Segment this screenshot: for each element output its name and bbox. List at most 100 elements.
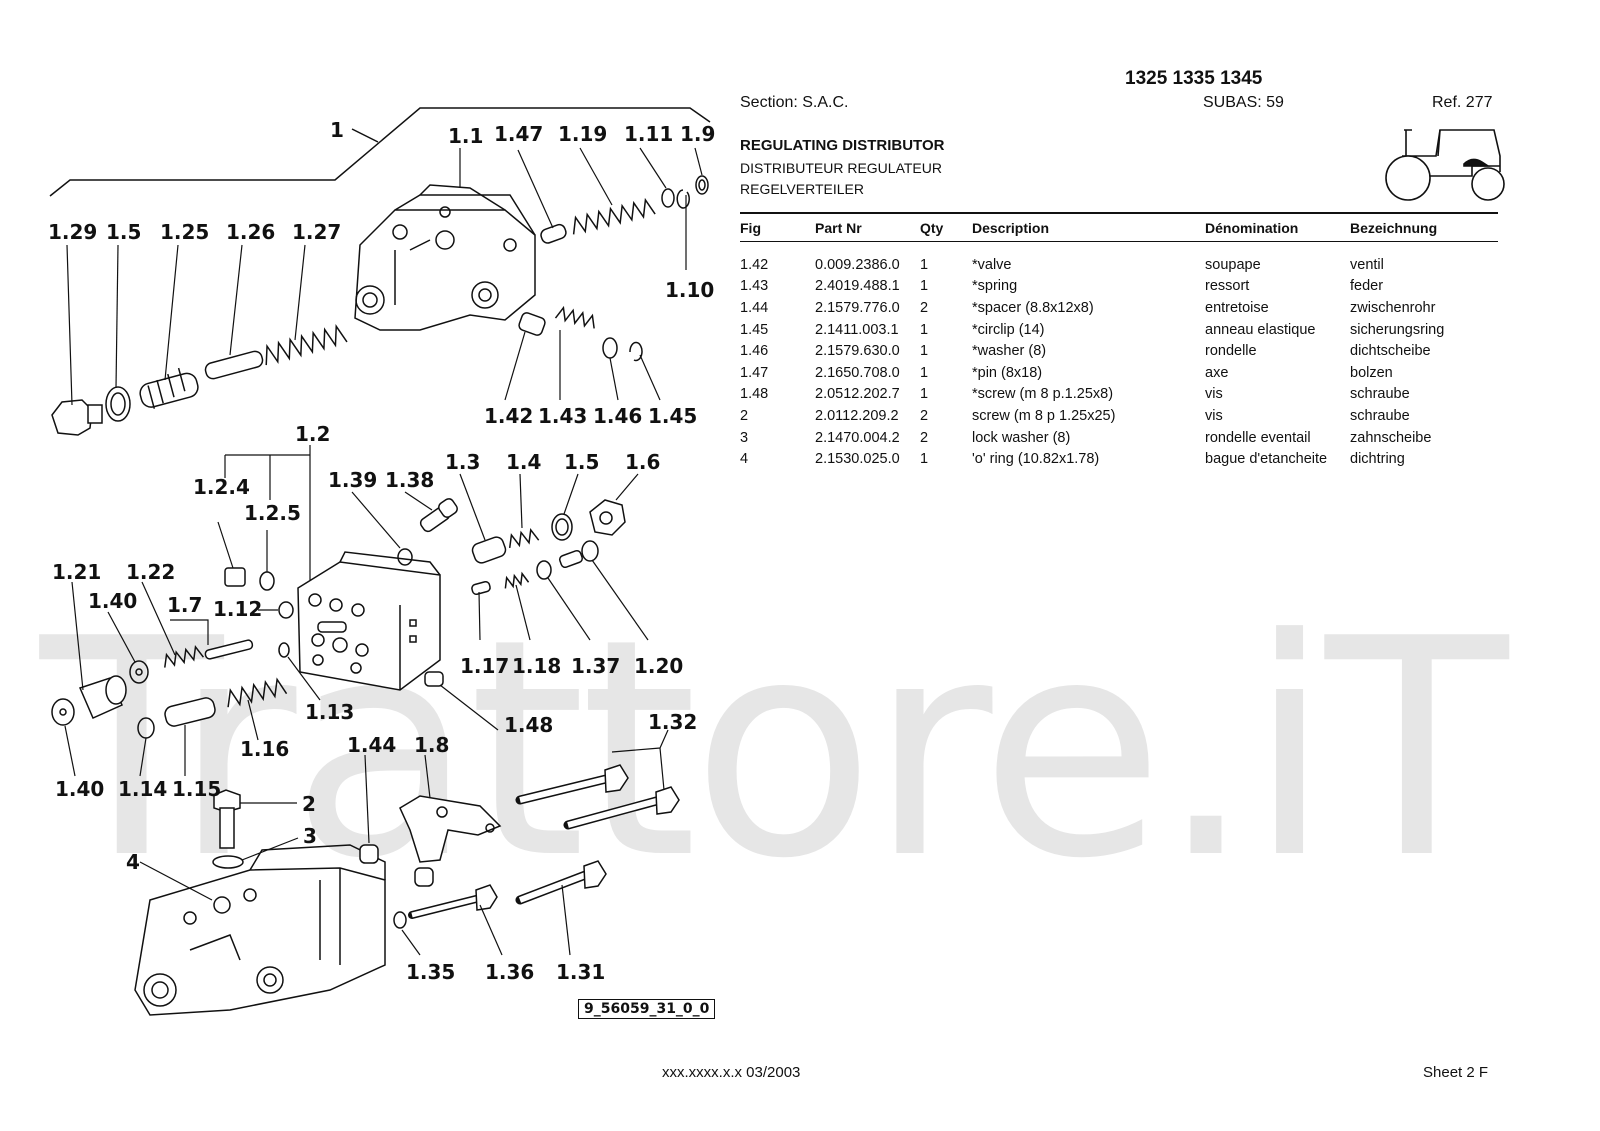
table-row: 1.43 2.4019.488.1 1 *spring ressort fede… — [740, 276, 1498, 298]
cell-qty: 1 — [920, 343, 929, 360]
col-header-bezeichnung: Bezeichnung — [1350, 212, 1498, 242]
callout-1-4: 1.4 — [506, 450, 541, 474]
callout-1-9: 1.9 — [680, 122, 715, 146]
cell-description: *spacer (8.8x12x8) — [972, 299, 1094, 316]
callout-1-11: 1.11 — [624, 122, 673, 146]
cell-description: *screw (m 8 p.1.25x8) — [972, 386, 1114, 403]
callout-1-18: 1.18 — [512, 654, 561, 678]
spring-1-19 — [572, 197, 656, 235]
plug-1-29 — [51, 399, 93, 436]
callout-1-14: 1.14 — [118, 777, 167, 801]
cell-fig: 1.44 — [740, 299, 769, 316]
cell-fig: 1.42 — [740, 256, 769, 273]
callout-1-46: 1.46 — [593, 404, 642, 428]
callout-1-16: 1.16 — [240, 737, 289, 761]
cell-fig: 3 — [740, 429, 749, 446]
table-row: 1.44 2.1579.776.0 2 *spacer (8.8x12x8) e… — [740, 297, 1498, 319]
cell-description: *spring — [972, 278, 1018, 295]
callout-1-29: 1.29 — [48, 220, 97, 244]
callout-1-1: 1.1 — [448, 124, 483, 148]
cell-description: *circlip (14) — [972, 321, 1045, 338]
valve-1-42 — [518, 312, 546, 336]
tractor-icon — [1385, 129, 1505, 201]
table-header-row: Fig Part Nr Qty Description Dénomination… — [740, 212, 1498, 242]
model-numbers: 1325 1335 1345 — [1125, 68, 1263, 89]
cell-part-nr: 2.0512.202.7 — [815, 386, 900, 403]
col-header-denomination: Dénomination — [1205, 212, 1350, 242]
table-row: 1.46 2.1579.630.0 1 *washer (8) rondelle… — [740, 340, 1498, 362]
callout-1-42: 1.42 — [484, 404, 533, 428]
cell-part-nr: 2.1579.776.0 — [815, 299, 900, 316]
cell-part-nr: 2.1411.003.1 — [815, 321, 899, 338]
callout-1: 1 — [330, 118, 344, 142]
cell-denomination: bague d'etancheite — [1205, 451, 1328, 468]
footer-sheet: Sheet 2 F — [1423, 1064, 1489, 1081]
cell-bezeichnung: ventil — [1350, 256, 1384, 273]
callout-1-2-5: 1.2.5 — [244, 501, 301, 525]
valve-block-1-2 — [297, 551, 441, 691]
footer-code: xxx.xxxx.x.x 03/2003 — [662, 1064, 801, 1081]
table-row: 4 2.1530.025.0 1 'o' ring (10.82x1.78) b… — [740, 448, 1498, 470]
parts-table: Fig Part Nr Qty Description Dénomination… — [740, 212, 1498, 470]
callout-1-45: 1.45 — [648, 404, 697, 428]
cell-fig: 1.43 — [740, 278, 769, 295]
callout-1-26: 1.26 — [226, 220, 275, 244]
cell-bezeichnung: zahnscheibe — [1350, 429, 1432, 446]
cell-bezeichnung: bolzen — [1350, 364, 1393, 381]
cell-bezeichnung: dichtring — [1350, 451, 1405, 468]
cell-qty: 2 — [920, 299, 929, 316]
cell-bezeichnung: sicherungsring — [1350, 321, 1445, 338]
valve-body-1-1 — [354, 184, 536, 331]
cell-denomination: rondelle eventail — [1205, 429, 1311, 446]
callout-1-15: 1.15 — [172, 777, 221, 801]
cell-denomination: rondelle — [1205, 343, 1257, 360]
callout-1-19: 1.19 — [558, 122, 607, 146]
cell-denomination: anneau elastique — [1205, 321, 1316, 338]
cell-description: *washer (8) — [972, 343, 1047, 360]
table-row: 1.48 2.0512.202.7 1 *screw (m 8 p.1.25x8… — [740, 384, 1498, 406]
cell-denomination: soupape — [1205, 256, 1261, 273]
callout-3: 3 — [303, 824, 317, 848]
cell-part-nr: 2.0112.209.2 — [815, 407, 899, 424]
cell-denomination: entretoise — [1205, 299, 1269, 316]
callout-1-5-top: 1.5 — [106, 220, 141, 244]
callout-1-47: 1.47 — [494, 122, 543, 146]
cell-part-nr: 0.009.2386.0 — [815, 256, 900, 273]
callout-1-38: 1.38 — [385, 468, 434, 492]
cell-denomination: axe — [1205, 364, 1229, 381]
callout-1-43: 1.43 — [538, 404, 587, 428]
callout-1-7: 1.7 — [167, 593, 202, 617]
title-english: REGULATING DISTRIBUTOR — [740, 137, 945, 154]
cell-description: 'o' ring (10.82x1.78) — [972, 451, 1100, 468]
callout-1-35: 1.35 — [406, 960, 455, 984]
cell-fig: 1.45 — [740, 321, 769, 338]
cell-description: screw (m 8 p 1.25x25) — [972, 407, 1116, 424]
cell-fig: 1.48 — [740, 386, 769, 403]
cell-part-nr: 2.1650.708.0 — [815, 364, 900, 381]
spring-1-16 — [227, 677, 288, 708]
callout-1-2: 1.2 — [295, 422, 330, 446]
cell-part-nr: 2.1470.004.2 — [815, 429, 900, 446]
watermark: Trattore.iT — [40, 575, 1508, 924]
callout-1-10: 1.10 — [665, 278, 714, 302]
cell-description: lock washer (8) — [972, 429, 1071, 446]
spool-1-25 — [139, 372, 199, 408]
cell-fig: 1.46 — [740, 343, 769, 360]
cell-qty: 1 — [920, 451, 929, 468]
cell-qty: 1 — [920, 256, 929, 273]
cell-bezeichnung: zwischenrohr — [1350, 299, 1436, 316]
callout-1-40-bottom: 1.40 — [55, 777, 104, 801]
callout-1-6: 1.6 — [625, 450, 660, 474]
callout-1-3: 1.3 — [445, 450, 480, 474]
col-header-qty: Qty — [920, 212, 972, 242]
spring-1-27 — [265, 324, 348, 366]
col-header-description: Description — [972, 212, 1205, 242]
title-french: DISTRIBUTEUR REGULATEUR — [740, 160, 942, 176]
cell-fig: 4 — [740, 451, 749, 468]
cell-qty: 1 — [920, 278, 929, 295]
table-row: 1.47 2.1650.708.0 1 *pin (8x18) axe bolz… — [740, 362, 1498, 384]
bracket-line — [49, 107, 711, 197]
title-german: REGELVERTEILER — [740, 181, 864, 197]
callout-1-48: 1.48 — [504, 713, 553, 737]
col-header-fig: Fig — [740, 212, 815, 242]
